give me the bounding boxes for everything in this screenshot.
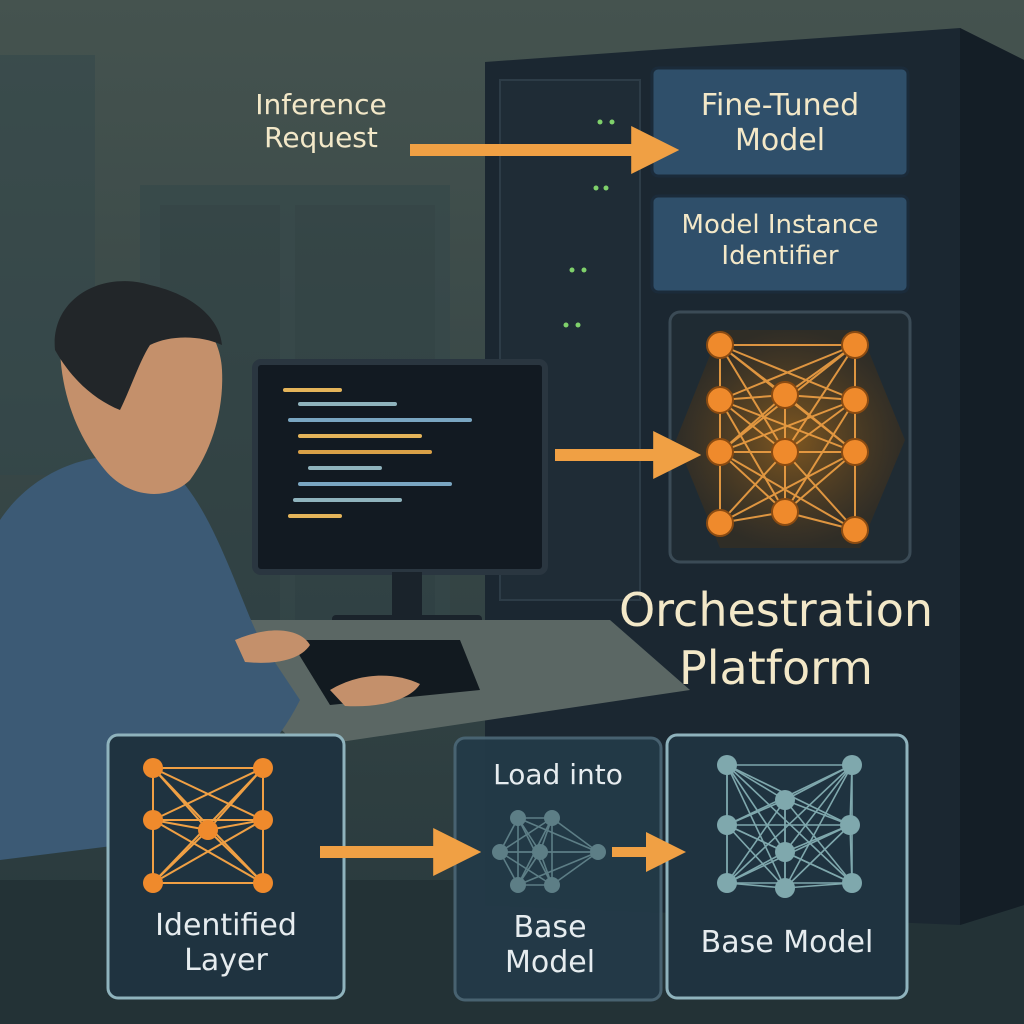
network-edge	[784, 451, 856, 513]
network-node	[717, 815, 737, 835]
base-model-panel	[665, 733, 909, 1000]
network-edge	[551, 851, 599, 886]
network-node	[771, 438, 799, 466]
network-node	[143, 758, 163, 778]
network-node	[706, 509, 734, 537]
network-node	[706, 331, 734, 359]
network-node	[510, 810, 526, 826]
identified-layer-panel	[106, 733, 346, 1000]
network-node	[253, 873, 273, 893]
network-edge	[517, 851, 599, 886]
network-edge	[719, 399, 786, 513]
network-node	[492, 844, 508, 860]
network-edge	[517, 817, 599, 853]
network-node	[841, 386, 869, 414]
network-edge	[719, 451, 786, 524]
network-node	[775, 790, 795, 810]
network-node	[510, 877, 526, 893]
network-edge	[207, 829, 264, 884]
network-node	[842, 873, 862, 893]
network-node	[253, 758, 273, 778]
network-node	[841, 516, 869, 544]
network-node	[590, 844, 606, 860]
network-edge	[784, 399, 856, 513]
network-edge	[784, 851, 853, 884]
network-edge	[499, 817, 553, 853]
network-node	[771, 381, 799, 409]
identified-layer-network	[143, 758, 273, 893]
network-edge	[726, 764, 786, 889]
network-edge	[719, 344, 856, 401]
network-edge	[719, 451, 856, 531]
network-node	[253, 810, 273, 830]
load-into-network	[492, 810, 606, 893]
network-edge	[784, 799, 851, 826]
network-edge	[152, 767, 264, 821]
network-node	[544, 877, 560, 893]
network-node	[143, 873, 163, 893]
rack-leds	[563, 119, 615, 328]
network-edge	[152, 829, 209, 884]
network-node	[842, 755, 862, 775]
network-edge	[726, 799, 786, 884]
network-edge	[784, 764, 853, 853]
network-edge	[784, 451, 856, 531]
network-edge	[719, 394, 786, 453]
central-network-panel	[668, 310, 912, 564]
network-edge	[726, 764, 853, 884]
network-node	[198, 820, 218, 840]
network-node	[840, 815, 860, 835]
network-edge	[726, 851, 786, 884]
network-edge	[784, 394, 856, 453]
network-edge	[719, 399, 856, 453]
network-edge	[551, 817, 599, 853]
network-edge	[719, 451, 856, 524]
network-node	[706, 386, 734, 414]
code-lines	[283, 388, 472, 518]
model-instance-identifier-box	[650, 194, 910, 294]
network-edge	[784, 882, 853, 889]
network-edge	[784, 399, 856, 453]
network-edge	[784, 764, 853, 889]
network-edge	[726, 799, 786, 826]
network-node	[532, 844, 548, 860]
network-node	[771, 498, 799, 526]
network-node	[717, 873, 737, 893]
network-edge	[726, 764, 786, 801]
network-edge	[152, 819, 264, 884]
base-model-network	[717, 755, 862, 898]
network-node	[841, 438, 869, 466]
network-edge	[719, 451, 786, 513]
network-node	[841, 331, 869, 359]
network-edge	[499, 851, 553, 886]
network-edge	[784, 824, 851, 889]
network-node	[143, 810, 163, 830]
network-node	[544, 810, 560, 826]
network-node	[706, 438, 734, 466]
network-node	[775, 842, 795, 862]
network-edge	[784, 799, 853, 884]
network-node	[717, 755, 737, 775]
network-edge	[726, 824, 786, 889]
fine-tuned-model-box	[650, 66, 910, 178]
network-node	[775, 878, 795, 898]
central-network-nodes	[706, 331, 869, 544]
